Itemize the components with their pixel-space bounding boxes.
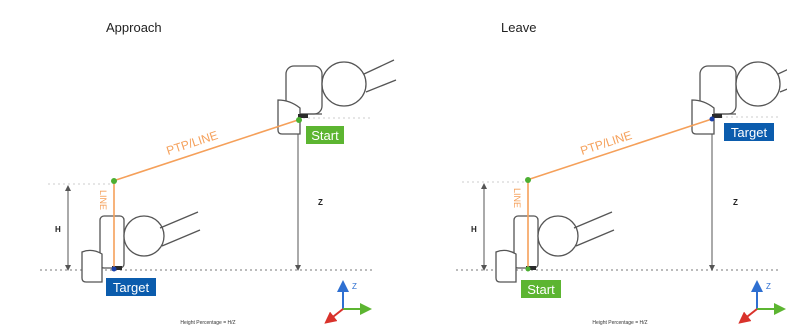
target-point <box>709 116 715 122</box>
panel-title: Approach <box>106 20 162 35</box>
robot-tool-top <box>691 59 787 135</box>
start-badge: Start <box>306 126 344 144</box>
robot-tool-bottom <box>495 211 615 283</box>
intermediate-point <box>525 177 531 183</box>
panel-title: Leave <box>501 20 536 35</box>
x-axis-arrow <box>738 308 758 324</box>
ptp-line-path <box>529 118 713 180</box>
axis-z-label: Z <box>352 282 357 291</box>
z-label: Z <box>318 198 323 207</box>
panel-approach: Approach H Z PTP/LINE LINE Start <box>40 20 397 326</box>
start-point <box>525 266 531 272</box>
z-label: Z <box>733 198 738 207</box>
start-badge-text: Start <box>527 282 555 297</box>
footer-formula: Height Percentage = H/Z <box>592 320 647 326</box>
x-axis-arrow <box>324 308 344 324</box>
h-label: H <box>471 225 477 234</box>
intermediate-point <box>111 178 117 184</box>
h-label: H <box>55 225 61 234</box>
target-badge-text: Target <box>731 125 768 140</box>
start-point <box>296 117 302 123</box>
robot-tool-top <box>277 59 397 135</box>
target-badge: Target <box>106 278 156 296</box>
panel-leave: Leave H Z PTP/LINE LINE Target Start Z <box>456 20 787 326</box>
footer-formula: Height Percentage = H/Z <box>180 320 235 326</box>
axis-triad: Z <box>738 280 786 324</box>
ptp-line-path <box>115 119 299 181</box>
start-badge: Start <box>521 280 561 298</box>
target-point <box>111 266 117 272</box>
target-badge-text: Target <box>113 280 150 295</box>
start-badge-text: Start <box>311 128 339 143</box>
vertical-path-label: LINE <box>98 190 108 210</box>
robot-tool-bottom <box>81 211 201 283</box>
path-label: PTP/LINE <box>165 128 220 158</box>
axis-z-label: Z <box>766 282 771 291</box>
target-badge: Target <box>724 123 774 141</box>
axis-triad: Z <box>324 280 372 324</box>
vertical-path-label: LINE <box>512 188 522 208</box>
